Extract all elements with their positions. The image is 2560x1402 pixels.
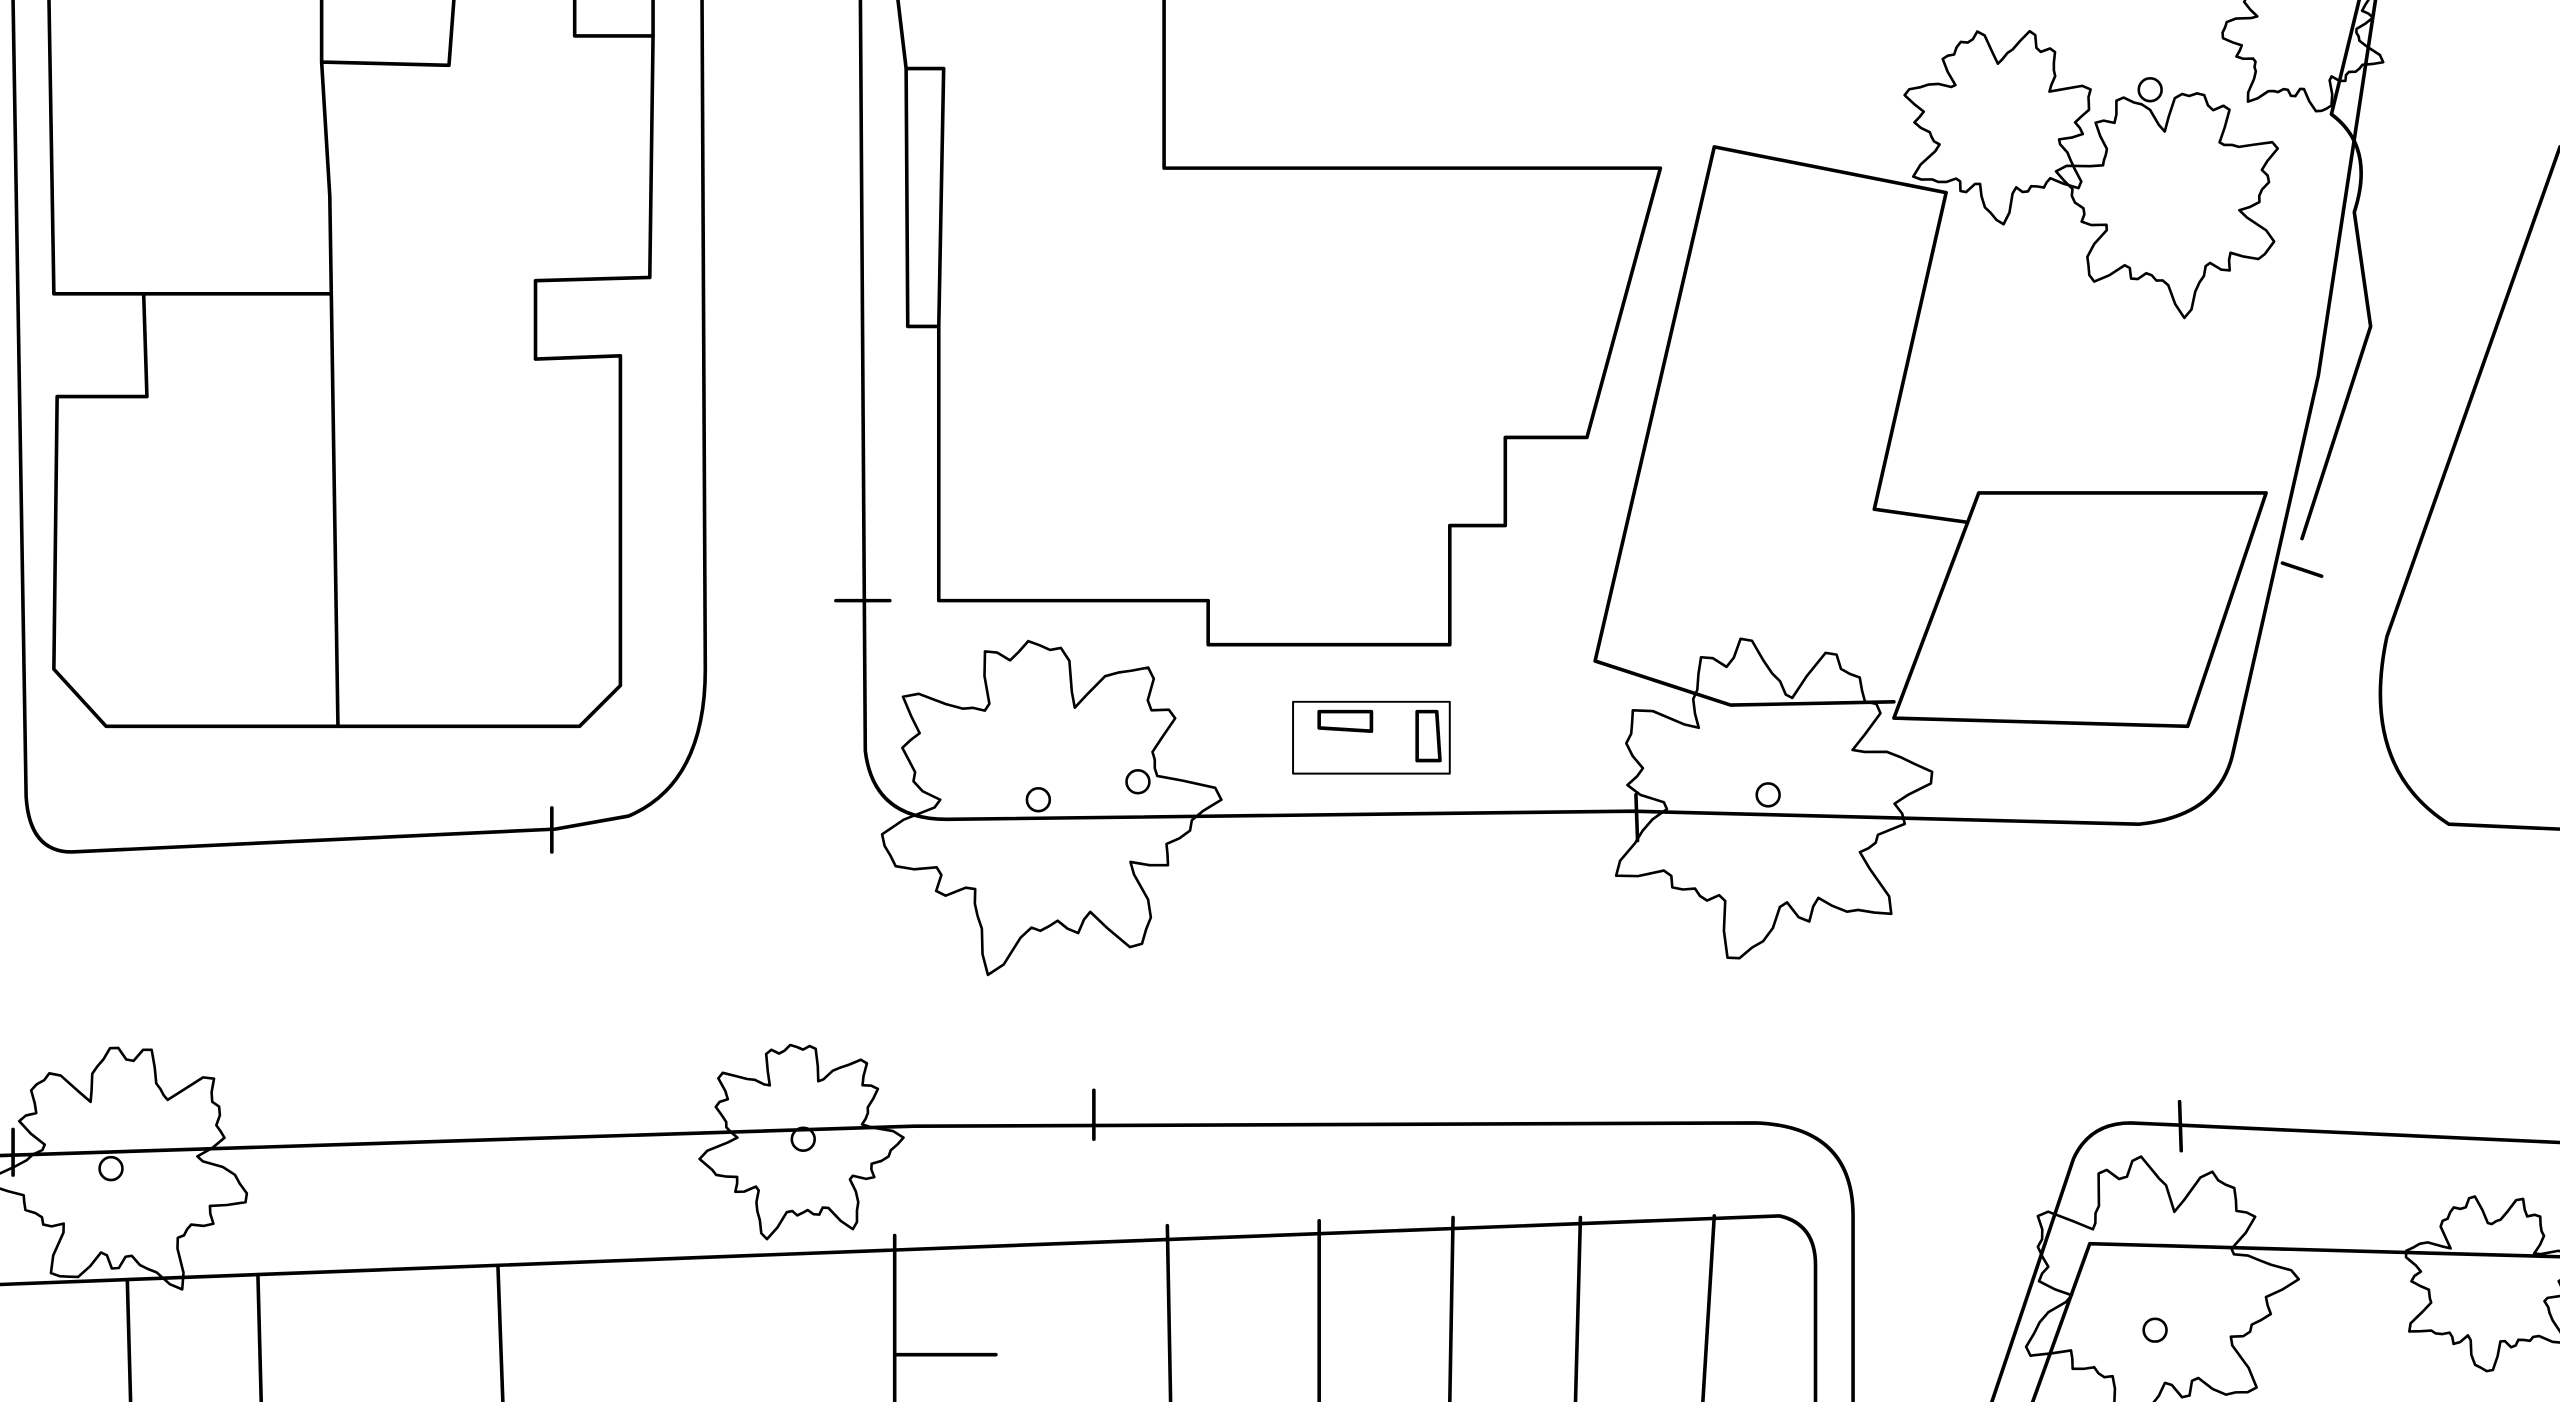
tree-trunk-marker	[790, 1126, 816, 1152]
tree-trunk-marker	[1755, 782, 1781, 808]
kiosk-box	[1292, 700, 1451, 775]
tree-canopy	[2024, 1155, 2301, 1402]
bench	[11, 598, 2184, 1177]
road-edge-bottom-right	[1990, 1121, 2560, 1402]
building-top-left-1	[47, 0, 655, 729]
road-edge-right	[2300, 0, 2373, 541]
building-middle-stepped	[896, 0, 1663, 647]
lamp-posts	[550, 561, 2324, 1142]
road-edge-bottom-lower	[0, 1214, 1818, 1402]
tree-trunk-marker	[1025, 787, 1052, 813]
tree-canopy	[2404, 1195, 2560, 1373]
tree-trunk-marker	[2142, 1317, 2168, 1343]
tree-canopy	[880, 639, 1223, 977]
tree-canopy	[1614, 637, 1934, 960]
block-outline-middle	[858, 0, 2378, 827]
building-middle-right	[1593, 145, 1970, 707]
tree-canopy	[2221, 0, 2385, 113]
tree-canopy	[1903, 29, 2092, 226]
kiosk-object	[1317, 709, 1442, 763]
block-outline-far-right	[2378, 145, 2560, 831]
tree-canopy	[698, 1043, 905, 1241]
building-divider	[141, 0, 655, 729]
tree-trunk-marker	[98, 1155, 124, 1182]
building-corner	[1892, 491, 2268, 729]
tree-trunk-marker	[1125, 769, 1151, 795]
tree-trunk-marker	[2137, 77, 2163, 103]
bottom-lot-dividers	[125, 1214, 1717, 1402]
tree-canopy	[2054, 92, 2280, 320]
road-edge-bottom-upper	[0, 1121, 1855, 1402]
tree-canopy	[0, 1046, 249, 1291]
block-outline-top-left	[11, 0, 708, 854]
